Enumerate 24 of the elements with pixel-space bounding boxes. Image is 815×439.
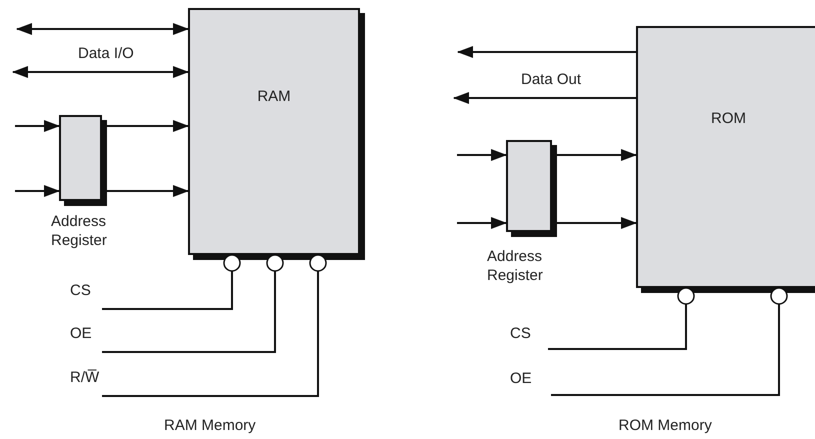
arrow	[457, 46, 636, 58]
diagram-caption: RAM Memory	[164, 416, 256, 435]
signal-line	[548, 287, 695, 350]
signal-label: CS	[510, 324, 531, 343]
signal-label: R/W̅	[70, 368, 100, 387]
block-caption: Address Register	[51, 212, 108, 250]
arrow	[457, 217, 507, 229]
diagram-caption: ROM Memory	[618, 416, 712, 435]
signal-label: Data Out	[521, 70, 582, 89]
signal-line	[102, 254, 327, 397]
arrow	[453, 92, 636, 104]
arrow	[15, 185, 60, 197]
signal-label: Data I/O	[78, 44, 134, 63]
signal-line	[102, 254, 241, 310]
arrow	[15, 120, 60, 132]
arrow	[12, 66, 189, 78]
arrow	[457, 149, 507, 161]
block-caption: Address Register	[487, 247, 544, 285]
signal-label: CS	[70, 281, 91, 300]
signal-label: OE	[510, 369, 532, 388]
arrow	[16, 23, 189, 35]
signal-line	[551, 287, 788, 396]
signal-line	[102, 254, 284, 353]
signal-label: OE	[70, 324, 92, 343]
